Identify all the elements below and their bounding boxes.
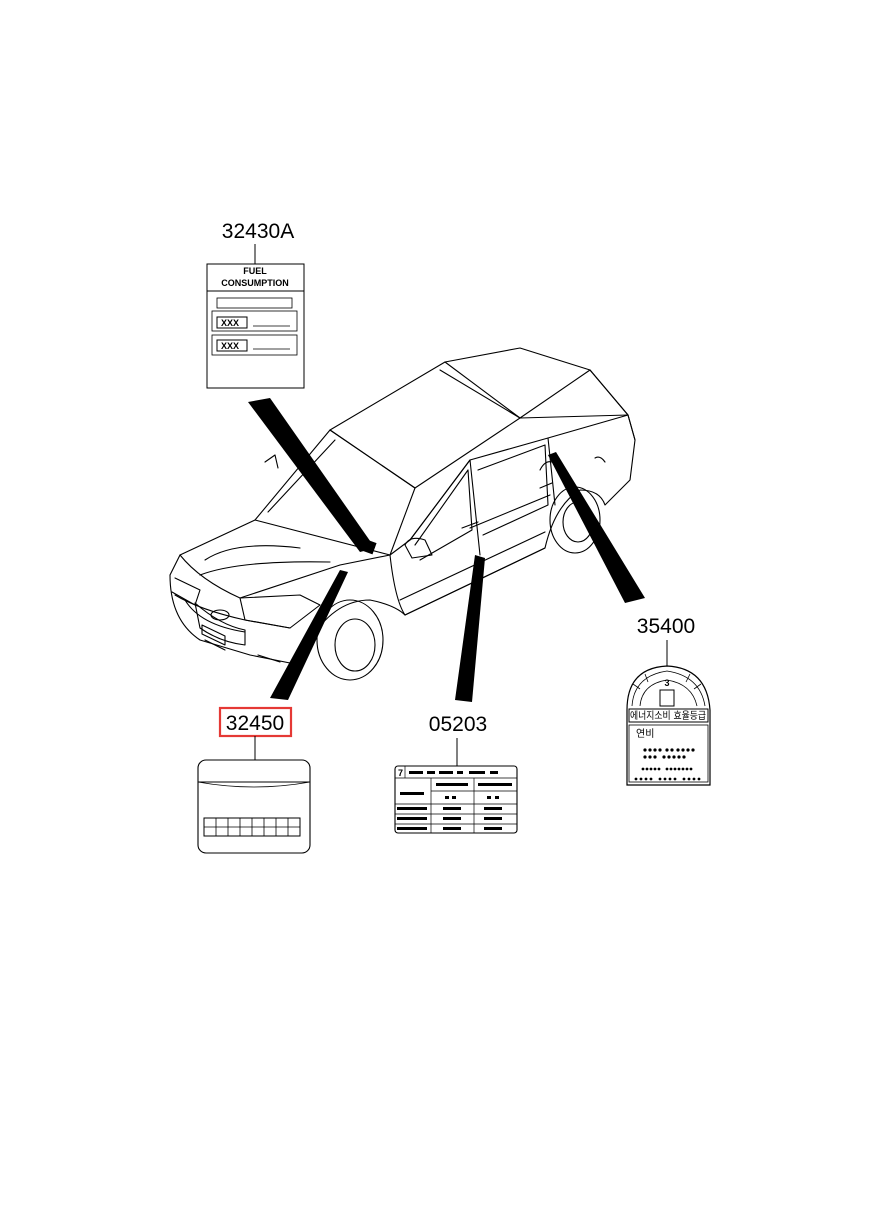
energy-grade: 3 [664,678,669,688]
part-number-05203[interactable]: 05203 [429,713,487,736]
fuel-label-title-2: CONSUMPTION [221,278,289,288]
leader-lines [248,398,645,702]
part-number-35400[interactable]: 35400 [637,615,695,638]
fuel-label-title-1: FUEL [243,266,267,276]
emission-label-shape [197,759,311,854]
tire-label-shape [394,765,518,834]
part-05203[interactable]: 05203 7 [394,713,518,834]
part-number-32450[interactable]: 32450 [226,712,284,735]
part-number-32430a[interactable]: 32430A [222,220,294,243]
energy-label-subtitle: 연비 [636,728,654,740]
part-32450[interactable]: 32450 [197,706,311,854]
fuel-label-row2: XXX [221,341,239,351]
car-illustration [169,347,636,681]
part-35400[interactable]: 35400 3 에너지소비 효율등급 연비 [626,615,711,786]
fuel-label-row1: XXX [221,318,239,328]
part-32430a[interactable]: 32430A FUEL CONSUMPTION XXX XXX [206,220,305,389]
tire-label-digit: 7 [398,768,403,778]
energy-label-title: 에너지소비 효율등급 [630,710,706,722]
